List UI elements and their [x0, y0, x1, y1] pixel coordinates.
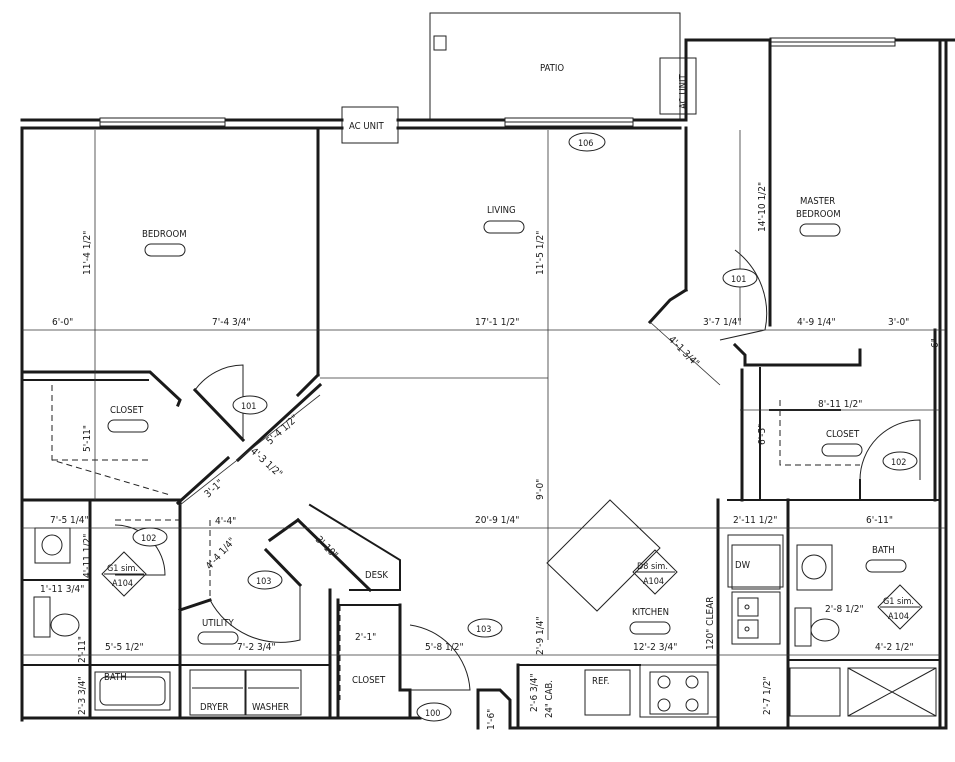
- kitchen-label: KITCHEN: [632, 607, 669, 618]
- dim-19: 4'-4": [215, 516, 236, 527]
- dimension-lines: [22, 130, 945, 656]
- dim-38: 2'-6 3/4": [529, 673, 540, 712]
- dim-11: 5'-11": [82, 425, 93, 452]
- bath-fixtures: DRYER WASHER: [33, 527, 840, 716]
- desk: DESK: [308, 503, 401, 591]
- dw-label: DW: [735, 560, 751, 571]
- living-label: LIVING: [487, 205, 516, 216]
- tag-106: 106: [578, 139, 593, 149]
- tag-g1-left-bottom: A104: [112, 579, 133, 589]
- tag-g1-left-top: G1 sim.: [107, 564, 138, 574]
- tag-d8-top: D8 sim.: [637, 562, 668, 572]
- bedroom-label: BEDROOM: [142, 229, 187, 240]
- dim-4: 3'-7 1/4": [703, 317, 742, 328]
- dim-27: 5'-5 1/2": [105, 642, 144, 653]
- dim-31: 2'-9 1/4": [535, 616, 546, 655]
- bath-left-label: BATH: [104, 672, 127, 683]
- tag-102-right: 102: [891, 458, 906, 468]
- ac-unit-right-label: AC UNIT: [678, 73, 689, 109]
- dim-24: 4'-4 1/4": [204, 536, 238, 572]
- tag-g1-right-top: G1 sim.: [883, 597, 914, 607]
- dim-10: 4'-1 3/4": [666, 334, 701, 369]
- dim-23: 4'-11 1/2": [82, 534, 93, 578]
- dim-36: 2'-11": [77, 636, 88, 663]
- tag-101-left: 101: [241, 402, 256, 412]
- closet-bottom-label: CLOSET: [352, 675, 386, 686]
- dim-20: 20'-9 1/4": [475, 515, 519, 526]
- master-label-line2: BEDROOM: [796, 209, 841, 220]
- dim-3: 17'-1 1/2": [475, 317, 519, 328]
- dim-1: 6'-0": [52, 317, 73, 328]
- dim-2: 7'-4 3/4": [212, 317, 251, 328]
- dim-21: 2'-11 1/2": [733, 515, 777, 526]
- ref-label: REF.: [592, 676, 609, 687]
- windows: [99, 37, 896, 127]
- dim-41: 6": [930, 338, 941, 348]
- dim-13: 4'-3 1/2": [248, 446, 284, 480]
- room-labels: BEDROOM LIVING MASTER BEDROOM CLOSET CLO…: [104, 196, 907, 686]
- dim-5: 4'-9 1/4": [797, 317, 836, 328]
- dim-34: 2'-8 1/2": [825, 604, 864, 615]
- tag-101-right: 101: [731, 275, 746, 285]
- dim-7: 11'-4 1/2": [82, 231, 93, 275]
- patio-label: PATIO: [540, 63, 564, 74]
- dim-39: 2'-7 1/2": [762, 676, 773, 715]
- dim-6: 3'-0": [888, 317, 909, 328]
- washer-label: WASHER: [252, 702, 289, 713]
- dim-18: 7'-5 1/4": [50, 515, 89, 526]
- ac-unit-left: AC UNIT: [341, 106, 399, 144]
- ac-unit-left-label: AC UNIT: [349, 121, 385, 132]
- dim-30: 5'-8 1/2": [425, 642, 464, 653]
- dim-26: 1'-11 3/4": [40, 584, 84, 595]
- patio: PATIO: [429, 12, 681, 121]
- dryer-label: DRYER: [200, 702, 229, 713]
- tag-103-right: 103: [476, 625, 491, 635]
- master-label-line1: MASTER: [800, 196, 835, 207]
- bath-right-label: BATH: [872, 545, 895, 556]
- dim-25: 3'-10": [313, 534, 340, 561]
- dim-17: 9'-0": [535, 479, 546, 500]
- tag-103-left: 103: [256, 577, 271, 587]
- closet-left-label: CLOSET: [110, 405, 144, 416]
- tag-102-left: 102: [141, 534, 156, 544]
- tag-g1-right-bottom: A104: [888, 612, 909, 622]
- ac-unit-right: AC UNIT: [659, 57, 697, 115]
- dim-29: 2'-1": [355, 632, 376, 643]
- dim-14: 3'-1": [203, 478, 226, 500]
- dim-40: 1'-6": [486, 709, 497, 730]
- closet-right-label: CLOSET: [826, 429, 860, 440]
- dim-35: 4'-2 1/2": [875, 642, 914, 653]
- dimension-labels: 6'-0" 7'-4 3/4" 17'-1 1/2" 3'-7 1/4" 4'-…: [40, 182, 941, 730]
- dim-28: 7'-2 3/4": [237, 642, 276, 653]
- utility-label: UTILITY: [202, 618, 234, 629]
- cab-label: 24" CAB.: [544, 680, 555, 718]
- tag-d8-bottom: A104: [643, 577, 664, 587]
- dim-22: 6'-11": [866, 515, 893, 526]
- dim-33: 120" CLEAR: [705, 596, 716, 650]
- dashed-lines: [51, 385, 860, 700]
- kitchen-counters: DW REF. 24" CAB.: [544, 534, 784, 718]
- dim-32: 12'-2 3/4": [633, 642, 677, 653]
- dim-9: 14'-10 1/2": [757, 182, 768, 232]
- dim-8: 11'-5 1/2": [535, 231, 546, 275]
- tags: 106 101 101 102 102 103 103 100 G1 sim. …: [101, 132, 923, 722]
- kitchen-island: [546, 499, 661, 612]
- dim-37: 2'-3 3/4": [77, 676, 88, 715]
- dim-16: 8'-11 1/2": [818, 399, 862, 410]
- tag-100: 100: [425, 709, 440, 719]
- dim-15: 6'-5": [757, 424, 768, 445]
- door-swings: [114, 249, 921, 691]
- desk-label: DESK: [365, 570, 388, 581]
